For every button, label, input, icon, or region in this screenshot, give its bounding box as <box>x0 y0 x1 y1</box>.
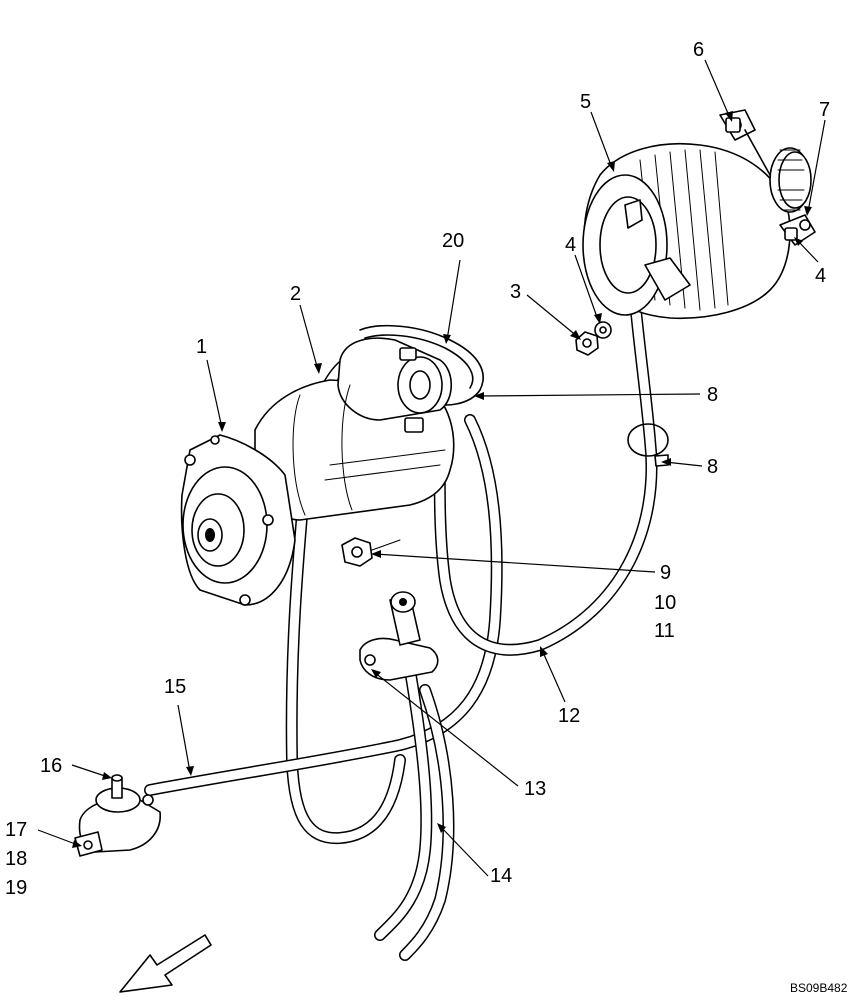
battery-terminal <box>74 774 161 857</box>
callout-3: 3 <box>510 281 521 303</box>
bracket-13 <box>359 591 439 681</box>
callout-19: 19 <box>5 877 27 899</box>
callout-4: 4 <box>815 265 826 287</box>
callout-11: 11 <box>654 620 675 642</box>
callout-6: 6 <box>693 39 704 61</box>
direction-arrow-icon <box>119 934 212 993</box>
drawing-code: BS09B482 <box>790 981 848 995</box>
callout-17: 17 <box>5 819 27 841</box>
callout-2: 2 <box>290 283 301 305</box>
starter-motor-icon <box>180 337 455 606</box>
callout-10: 10 <box>654 592 676 614</box>
callout-15: 15 <box>164 676 186 698</box>
callout-1: 1 <box>196 336 207 358</box>
callout-20: 20 <box>442 230 464 252</box>
callout-14: 14 <box>490 865 512 887</box>
callout-8: 8 <box>707 456 718 478</box>
wire-20 <box>359 324 484 406</box>
callout-16: 16 <box>40 755 62 777</box>
callout-9: 9 <box>660 562 671 584</box>
callout-5: 5 <box>580 91 591 113</box>
callout-12: 12 <box>558 705 580 727</box>
callout-labels: 1 2 3 4 4 5 6 7 8 8 9 10 11 12 13 14 15 … <box>5 39 848 995</box>
callout-8: 8 <box>707 384 718 406</box>
alternator-icon <box>582 109 816 320</box>
callout-18: 18 <box>5 848 27 870</box>
callout-4: 4 <box>565 234 576 256</box>
callout-7: 7 <box>819 99 830 121</box>
callout-13: 13 <box>524 778 546 800</box>
nut-and-washer <box>575 321 612 356</box>
leader-lines <box>37 59 826 877</box>
